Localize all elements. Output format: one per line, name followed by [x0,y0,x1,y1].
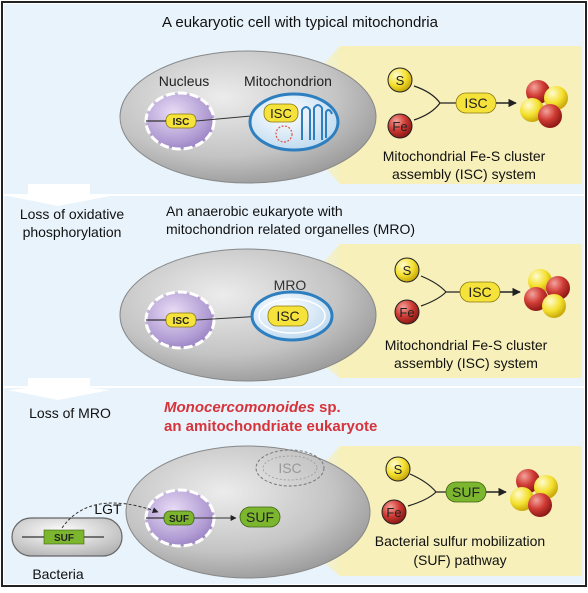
panel-1-iron-ball [387,113,413,139]
panel-3-lgt-arrow [61,502,159,529]
panel-1-caption-line-2: assembly (ISC) system [392,166,536,182]
panel-3-title-line-1: Monocercomonoides sp. [164,399,341,416]
panel-3-bacteria-label: Bacteria [32,566,84,582]
panel-3-merge-lines [407,473,446,507]
panel-1-sulfur-label: S [396,73,405,88]
panel-1-iron-label: Fe [392,119,407,134]
panel-3-bacteria-protein: SUF [54,533,74,544]
panel-2-caption-line-2: assembly (ISC) system [394,355,538,371]
panel-1-organelle-protein: ISC [270,106,292,121]
panel-2-side-line-2: phosphorylation [23,224,122,240]
panel-1-cristae [301,104,333,140]
panel-2-iron-label: Fe [399,305,414,320]
panel-1-mitochondrion [248,92,340,152]
panel-1-fe-s-cluster [520,80,568,128]
panel-3-machinery-label: SUF [452,484,480,500]
panel-3-cytoplasm-protein: SUF [246,509,274,525]
panel-1-nucleus-label: Nucleus [159,73,210,89]
panel-1-organelle-label: Mitochondrion [244,73,332,89]
panel-3-nucleus-protein: SUF [169,514,189,525]
panel-3-caption-line-2: (SUF) pathway [413,552,506,568]
panel-1-merge-lines [413,85,456,121]
transition-arrow-2 [8,378,110,400]
panel-2-organelle-label: MRO [274,277,307,293]
panel-2-iron-ball [394,299,420,325]
panel-3-ghost-organelle [255,449,325,487]
panel-1-machinery-label: ISC [464,95,487,111]
panel-2-sulfur-ball [394,257,420,283]
panel-3-sulfur-label: S [394,462,403,477]
panel-2-machinery-label: ISC [468,284,491,300]
panel-2-mro-inner-membrane [258,298,326,334]
panel-2-organelle-protein: ISC [276,308,299,324]
panel-2-title-line-1: An anaerobic eukaryote with [166,203,343,219]
panel-3-iron-ball [381,499,407,525]
panel-2-sulfur-label: S [403,263,412,278]
panel-3-caption-line-1: Bacterial sulfur mobilization [375,533,545,549]
panel-2-nucleus-protein: ISC [173,316,190,327]
panel-3-title-suffix: sp. [315,399,341,416]
panel-1-mito-dna [275,125,293,143]
panel-3-side-line-1: Loss of MRO [29,405,111,421]
panel-2-merge-lines [420,275,460,307]
panel-3-lgt-label: LGT [94,501,122,517]
panel-3-cytoplasm-suf-badge [239,506,281,528]
panel-2-organelle-isc-badge [267,305,309,327]
panel-2-side-line-1: Loss of oxidative [20,206,124,222]
panel-1-caption-line-1: Mitochondrial Fe-S cluster [383,148,546,164]
panel-1-title: A eukaryotic cell with typical mitochond… [162,14,439,31]
panel-3-title-line-2: an amitochondriate eukaryote [164,418,377,435]
panel-3-fe-s-cluster [510,469,558,517]
panel-1-nucleus-protein: ISC [173,117,190,128]
panel-3-title-species: Monocercomonoides [164,399,315,416]
panel-1-sulfur-ball [387,67,413,93]
panel-3-iron-label: Fe [386,505,401,520]
panel-3-ghost-inner [262,455,318,481]
panel-3-ghost-label: ISC [278,460,301,476]
panel-2-title-line-2: mitochondrion related organelles (MRO) [166,221,415,237]
panel-3-sulfur-ball [385,456,411,482]
panel-2-caption-line-1: Mitochondrial Fe-S cluster [385,337,548,353]
panel-2-fe-s-cluster [524,269,570,318]
panel-1-organelle-isc-badge [263,103,299,123]
